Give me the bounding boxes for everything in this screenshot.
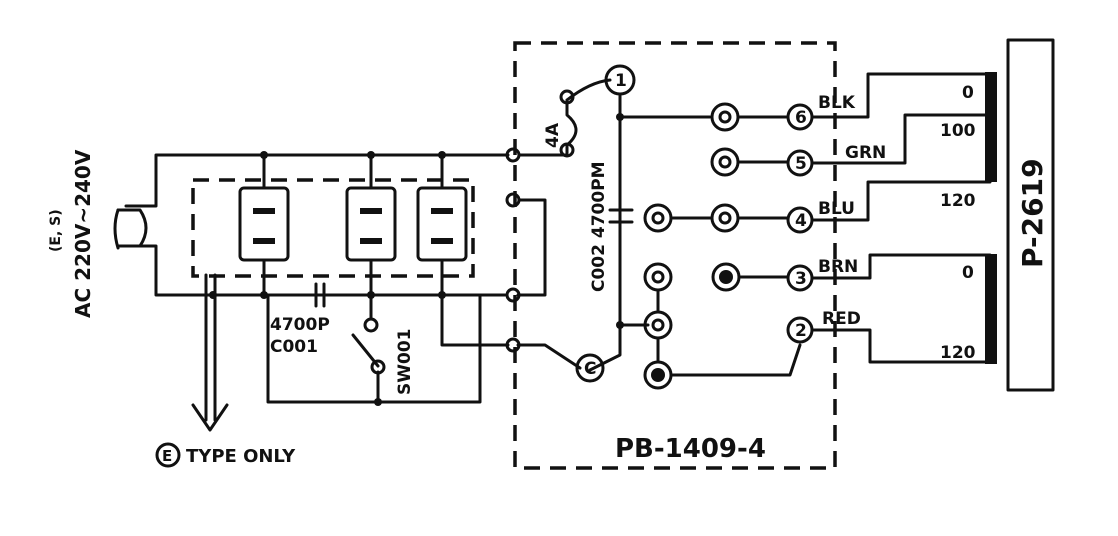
switch-sw001	[351, 293, 386, 404]
terminal-common	[575, 353, 605, 383]
primary-tap-120: 120	[940, 191, 976, 211]
ground-symbol-letter: E	[162, 447, 172, 465]
primary-tap-100: 100	[940, 121, 976, 141]
c001-ref: C001	[270, 337, 318, 357]
c001-value: 4700P	[270, 315, 330, 335]
primary-tap-0: 0	[962, 83, 974, 103]
secondary-tap-120: 120	[940, 343, 976, 363]
bus-wire	[588, 92, 712, 372]
terminal-2-label: 2	[795, 321, 807, 341]
outlet-1	[238, 186, 290, 262]
board-name: PB-1409-4	[615, 434, 766, 464]
fuse-rating: 4A	[543, 122, 563, 148]
capacitor-c001	[266, 282, 482, 404]
board-input-terminals	[505, 147, 521, 353]
outlet-feed-wires	[262, 153, 444, 297]
secondary-winding	[985, 254, 997, 364]
ac-plug	[113, 204, 154, 250]
terminal-5-label: 5	[795, 154, 807, 174]
terminal-common-label: C	[584, 359, 596, 379]
ac-voltage-label: AC 220V~240V	[71, 149, 95, 318]
type-only-note: TYPE ONLY	[186, 446, 296, 467]
terminal-3-label: 3	[795, 269, 807, 289]
outlet-2	[345, 186, 397, 262]
outlet-3	[416, 186, 468, 262]
wire-blu-label: BLU	[818, 199, 855, 219]
primary-winding	[985, 72, 997, 182]
terminal-4-label: 4	[795, 211, 807, 231]
socket-column	[643, 102, 741, 390]
ground-arrow	[191, 273, 229, 432]
mains-wire-top	[150, 153, 510, 208]
ac-es-label: (E, S)	[48, 209, 64, 252]
capacitor-c002	[608, 208, 634, 224]
input-wiring	[440, 198, 582, 370]
c002-label: C002 4700PM	[589, 161, 609, 292]
sw001-ref: SW001	[395, 329, 415, 395]
wire-brn-label: BRN	[818, 257, 858, 277]
ground-symbol-circle	[155, 442, 181, 468]
wire-grn-label: GRN	[845, 143, 886, 163]
outlet-group-box	[191, 178, 475, 278]
board-outline	[513, 41, 837, 470]
transformer-box	[1006, 38, 1055, 392]
wire-blk-label: BLK	[818, 93, 856, 113]
terminal-1-label: 1	[615, 71, 627, 91]
secondary-tap-0: 0	[962, 263, 974, 283]
transformer-name: P-2619	[1016, 158, 1049, 268]
terminal-6-label: 6	[795, 108, 807, 128]
transformer-leads	[810, 72, 992, 364]
wire-red-label: RED	[822, 309, 861, 329]
socket-links	[656, 115, 802, 377]
fuse-4a	[517, 78, 612, 158]
